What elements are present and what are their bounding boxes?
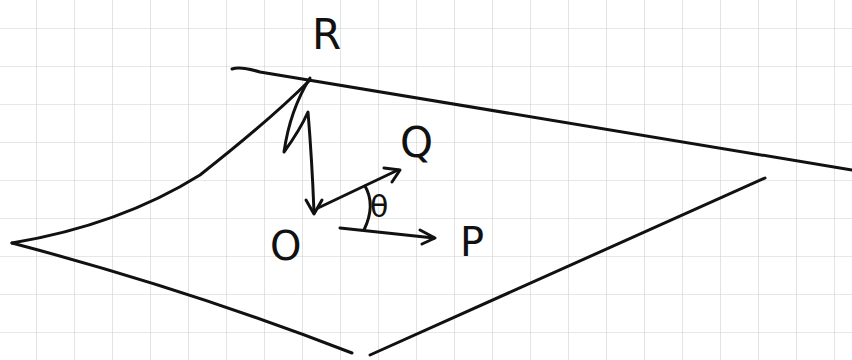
point-label: O <box>270 226 301 266</box>
plane-edge <box>370 178 765 355</box>
plane-label: R <box>312 14 341 56</box>
plane-edge <box>12 80 310 243</box>
point-label: Q <box>400 122 433 164</box>
plane-edge <box>232 68 852 170</box>
point-label: P <box>460 222 484 262</box>
normal-vector <box>284 78 314 212</box>
angle-label: θ <box>370 192 388 222</box>
angle-arc <box>364 186 370 230</box>
arrow-head <box>420 230 435 244</box>
arrow-head <box>384 168 400 182</box>
